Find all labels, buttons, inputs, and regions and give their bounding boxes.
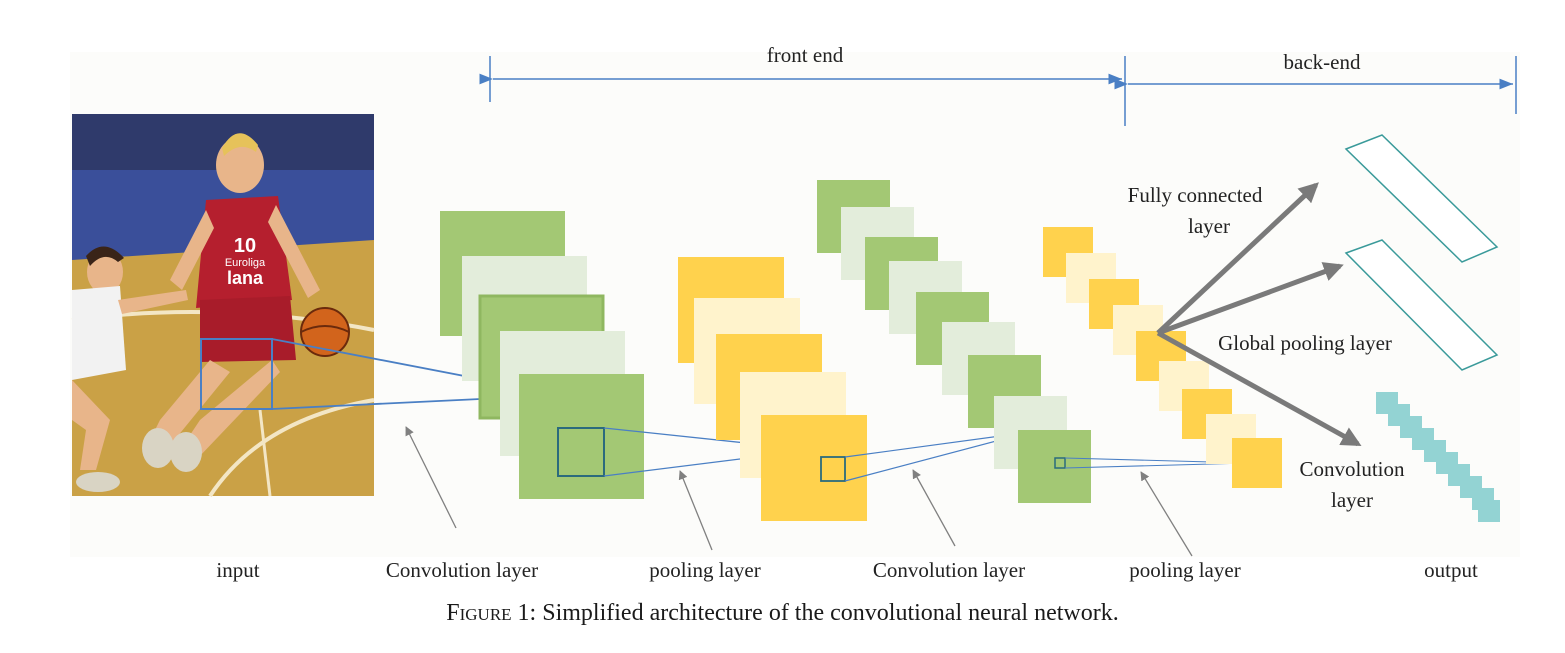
figure-caption-text: Simplified architecture of the convoluti…: [536, 600, 1119, 626]
fully-connected-label-line1: Fully connected: [1128, 183, 1263, 207]
pooling-layer-2-stack: [1043, 227, 1282, 488]
conv-output-staircase: [1376, 392, 1500, 522]
fully-connected-output: [1344, 134, 1499, 263]
input-photo: 10 Euroliga lana: [71, 114, 375, 498]
jersey-number: 10: [234, 235, 256, 257]
jersey-text-line1: Euroliga: [225, 257, 266, 269]
pooling-layer-1-stack: [678, 257, 867, 521]
label-pointer-arrows: [405, 426, 1193, 557]
receptive-field-box: [200, 338, 273, 410]
figure-caption-prefix: Figure 1:: [446, 600, 537, 626]
back-end-branch-arrows: [1156, 182, 1362, 447]
conv-layer-2-stack: [817, 180, 1091, 503]
global-pooling-label: Global pooling layer: [1218, 331, 1392, 355]
input-label: input: [216, 558, 259, 582]
front-end-span: front end: [479, 43, 1126, 126]
conv1-kernel-box: [557, 427, 605, 477]
conv-output-label-line2: layer: [1331, 488, 1373, 512]
pooling-layer-2-label: pooling layer: [1129, 558, 1240, 582]
conv-layer-1-label: Convolution layer: [386, 558, 538, 582]
fully-connected-label-line2: layer: [1188, 214, 1230, 238]
conv-output-label-line1: Convolution: [1299, 457, 1405, 481]
front-end-label: front end: [767, 43, 844, 67]
conv-layer-1-stack: [440, 211, 644, 499]
conv2-kernel-box: [1054, 457, 1066, 469]
pool1-kernel-box: [820, 456, 846, 482]
conv-layer-2-label: Convolution layer: [873, 558, 1025, 582]
back-end-label: back-end: [1284, 50, 1361, 74]
pooling-layer-1-label: pooling layer: [649, 558, 760, 582]
global-pooling-output: [1344, 239, 1499, 371]
jersey-text-line2: lana: [227, 268, 264, 288]
figure-caption: Figure 1: Simplified architecture of the…: [0, 600, 1565, 627]
output-label: output: [1424, 558, 1478, 582]
back-end-span: back-end: [1114, 50, 1517, 114]
